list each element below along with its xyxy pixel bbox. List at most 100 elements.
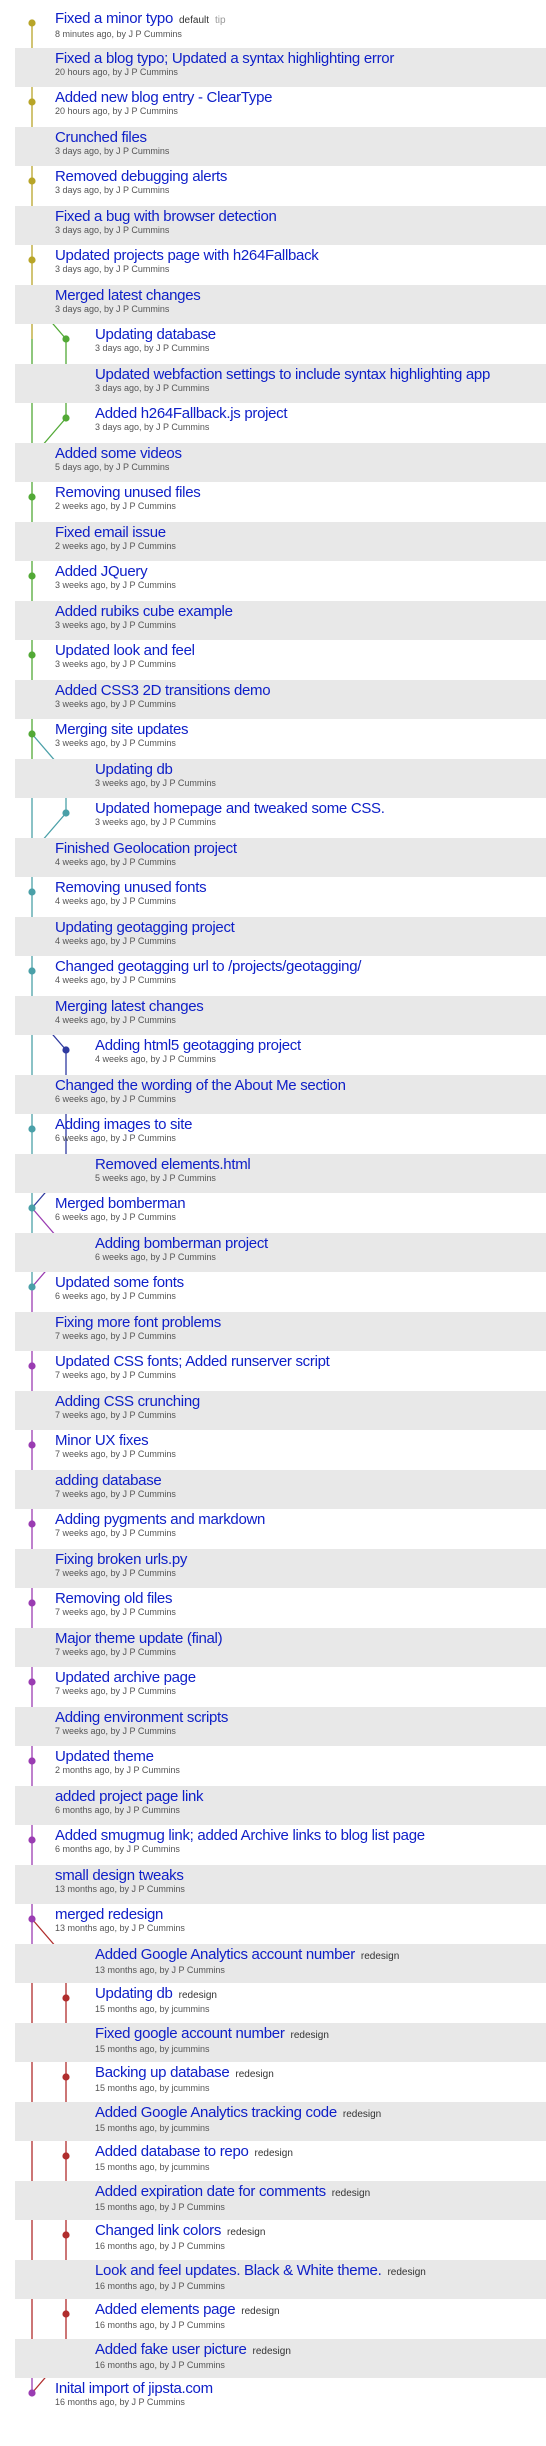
commit-link[interactable]: Adding pygments and markdown — [55, 1511, 265, 1528]
commit-link[interactable]: small design tweaks — [55, 1867, 185, 1884]
commit-link[interactable]: Fixed a blog typo; Updated a syntax high… — [55, 50, 394, 67]
commit-meta: 7 weeks ago, by J P Cummins — [55, 1370, 176, 1380]
commit-link[interactable]: Crunched files — [55, 129, 169, 146]
commit-link[interactable]: Merged bomberman — [55, 1195, 186, 1212]
commit-link[interactable]: Updated homepage and tweaked some CSS. — [95, 800, 385, 817]
commit-title: Updating db — [95, 1985, 173, 2002]
commit-row: Changed the wording of the About Me sect… — [15, 1075, 546, 1114]
commit-link[interactable]: Look and feel updates. Black & White the… — [95, 2262, 426, 2281]
commit-meta: 3 weeks ago, by J P Cummins — [55, 580, 176, 590]
commit-link[interactable]: Changed the wording of the About Me sect… — [55, 1077, 346, 1094]
commit-link[interactable]: Updating db redesign — [95, 1985, 217, 2004]
commit-link[interactable]: adding database — [55, 1472, 176, 1489]
commit-meta: 15 months ago, by jcummins — [95, 2044, 210, 2054]
commit-link[interactable]: Adding CSS crunching — [55, 1393, 200, 1410]
commit-link[interactable]: Fixing broken urls.py — [55, 1551, 187, 1568]
commit-meta: 2 months ago, by J P Cummins — [55, 1765, 180, 1775]
commit-text: Changed the wording of the About Me sect… — [55, 1077, 346, 1104]
commit-node — [28, 177, 36, 185]
commit-link[interactable]: Updating db — [95, 761, 216, 778]
commit-link[interactable]: Fixed a bug with browser detection — [55, 208, 277, 225]
commit-link[interactable]: Minor UX fixes — [55, 1432, 176, 1449]
commit-link[interactable]: Merging site updates — [55, 721, 189, 738]
commit-link[interactable]: Updating database — [95, 326, 216, 343]
commit-link[interactable]: Merged latest changes — [55, 287, 201, 304]
commit-link[interactable]: Major theme update (final) — [55, 1630, 223, 1647]
commit-link[interactable]: merged redesign — [55, 1906, 185, 1923]
commit-link[interactable]: Changed geotagging url to /projects/geot… — [55, 958, 361, 975]
branch-label: redesign — [178, 1990, 217, 2001]
commit-link[interactable]: Removed elements.html — [95, 1156, 251, 1173]
commit-link[interactable]: Updated look and feel — [55, 642, 195, 659]
commit-link[interactable]: Added rubiks cube example — [55, 603, 233, 620]
branch-label: redesign — [254, 2148, 293, 2159]
commit-link[interactable]: Added new blog entry - ClearType — [55, 89, 273, 106]
commit-link[interactable]: Updated projects page with h264Fallback — [55, 247, 319, 264]
commit-link[interactable]: Updated archive page — [55, 1669, 196, 1686]
commit-link[interactable]: Updated webfaction settings to include s… — [95, 366, 490, 383]
commit-link[interactable]: Removed debugging alerts — [55, 168, 227, 185]
commit-link[interactable]: Added some videos — [55, 445, 182, 462]
commit-link[interactable]: Updated some fonts — [55, 1274, 184, 1291]
commit-title: Added CSS3 2D transitions demo — [55, 682, 271, 699]
commit-link[interactable]: Fixed email issue — [55, 524, 176, 541]
commit-link[interactable]: added project page link — [55, 1788, 204, 1805]
commit-link[interactable]: Adding bomberman project — [95, 1235, 268, 1252]
commit-link[interactable]: Adding environment scripts — [55, 1709, 228, 1726]
commit-link[interactable]: Updated theme — [55, 1748, 180, 1765]
commit-link[interactable]: Added h264Fallback.js project — [95, 405, 288, 422]
commit-title: Updating geotagging project — [55, 919, 235, 936]
commit-link[interactable]: Inital import of jipsta.com — [55, 2380, 213, 2397]
commit-meta: 3 days ago, by J P Cummins — [55, 264, 170, 274]
commit-node — [62, 2310, 70, 2318]
commit-link[interactable]: Removing old files — [55, 1590, 176, 1607]
commit-title: Added smugmug link; added Archive links … — [55, 1827, 425, 1844]
commit-meta: 7 weeks ago, by J P Cummins — [55, 1331, 176, 1341]
commit-link[interactable]: Adding html5 geotagging project — [95, 1037, 301, 1054]
commit-meta: 8 minutes ago, by J P Cummins — [55, 29, 182, 39]
branch-label: redesign — [290, 2030, 329, 2041]
commit-meta: 7 weeks ago, by J P Cummins — [55, 1686, 176, 1696]
commit-link[interactable]: Added smugmug link; added Archive links … — [55, 1827, 425, 1844]
commit-link[interactable]: Finished Geolocation project — [55, 840, 237, 857]
commit-link[interactable]: Removing unused fonts — [55, 879, 207, 896]
commit-link[interactable]: Updating geotagging project — [55, 919, 235, 936]
commit-link[interactable]: Adding images to site — [55, 1116, 192, 1133]
commit-link[interactable]: Updated CSS fonts; Added runserver scrip… — [55, 1353, 330, 1370]
commit-title: Removing unused fonts — [55, 879, 207, 896]
commit-link[interactable]: Fixing more font problems — [55, 1314, 221, 1331]
commit-title: Removed elements.html — [95, 1156, 251, 1173]
commit-link[interactable]: Added JQuery — [55, 563, 176, 580]
commit-title: Added new blog entry - ClearType — [55, 89, 273, 106]
commit-link[interactable]: Removing unused files — [55, 484, 201, 501]
commit-row: Added smugmug link; added Archive links … — [15, 1825, 546, 1864]
commit-link[interactable]: Added CSS3 2D transitions demo — [55, 682, 271, 699]
commit-meta: 7 weeks ago, by J P Cummins — [55, 1647, 176, 1657]
commit-link[interactable]: Merging latest changes — [55, 998, 204, 1015]
commit-node — [28, 256, 36, 264]
